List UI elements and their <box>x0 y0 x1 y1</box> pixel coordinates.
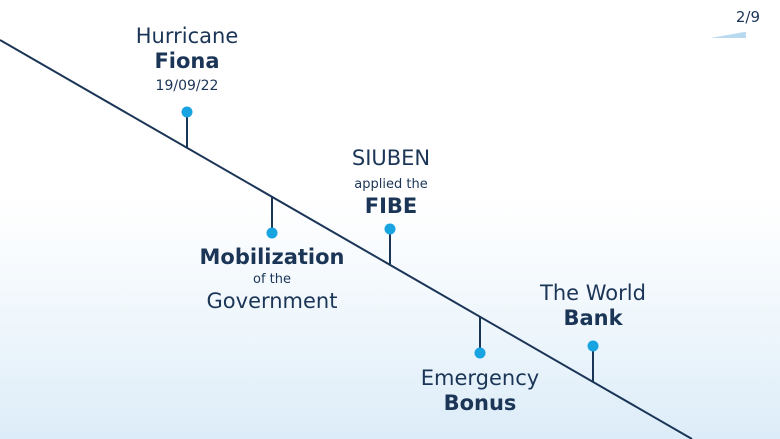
dot-world-bank <box>587 340 599 352</box>
event-hurricane-fiona-name: Fiona <box>154 48 220 73</box>
event-world-bank-title: The World <box>540 281 646 305</box>
event-mobilization-subject: Government <box>206 289 338 314</box>
event-emergency-bonus-title: Emergency <box>420 366 540 390</box>
dot-emergency-bonus <box>474 347 486 359</box>
event-hurricane-fiona-title: Hurricane <box>135 24 239 48</box>
event-hurricane-fiona-date: 19/09/22 <box>155 77 219 94</box>
event-mobilization-connector-text: of the <box>253 271 291 287</box>
event-emergency-bonus: Emergency Bonus <box>421 366 539 416</box>
page-number-underline <box>712 32 746 38</box>
dot-hurricane-fiona <box>181 106 193 118</box>
event-world-bank: The World Bank <box>540 281 646 331</box>
event-siuben: SIUBEN applied the FIBE <box>352 146 430 219</box>
event-mobilization-title: Mobilization <box>199 245 345 269</box>
event-siuben-action: applied the <box>354 176 428 192</box>
event-world-bank-name: Bank <box>563 305 623 330</box>
dot-siuben <box>384 223 396 235</box>
event-emergency-bonus-name: Bonus <box>443 390 517 415</box>
event-mobilization: Mobilization of the Government <box>200 245 345 314</box>
event-hurricane-fiona: Hurricane Fiona 19/09/22 <box>136 24 238 96</box>
event-siuben-title: SIUBEN <box>351 146 431 170</box>
event-siuben-object: FIBE <box>364 194 418 219</box>
timeline-axis <box>0 39 693 439</box>
page-number: 2/9 <box>735 8 760 26</box>
dot-mobilization <box>266 227 278 239</box>
